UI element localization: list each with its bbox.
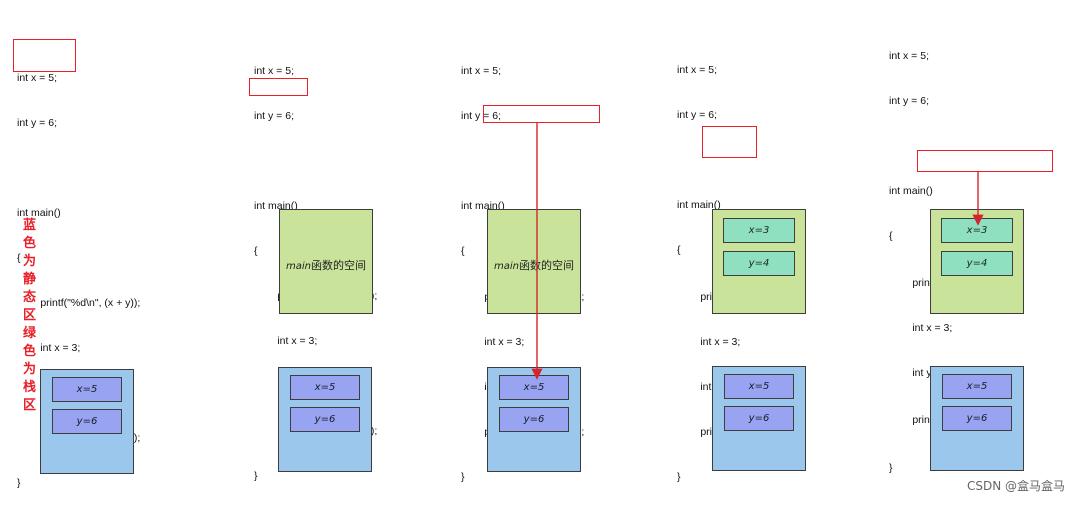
static-area: x=5 y=6 [712,366,806,471]
code-line: printf("%d\n", (x + y)); [17,297,141,309]
stack-area-label: main函数的空间 [286,259,366,272]
code-line [461,154,584,169]
code-line: int x = 3; [889,322,953,334]
code-line: int y = 6; [254,110,294,122]
code-line: int main() [677,199,721,211]
static-area: x=5 y=6 [278,367,372,472]
stack-var-x: x=3 [723,218,795,243]
static-var-y: y=6 [290,407,360,432]
highlight-printf [917,150,1053,172]
code-line: { [677,244,681,256]
code-line: int y = 6; [889,95,929,107]
static-var-x: x=5 [499,375,569,400]
static-area: x=5 y=6 [40,369,134,474]
stack-area: x=3 y=4 [712,209,806,314]
code-line [254,154,377,169]
watermark: CSDN @盒马盒马 [966,479,1065,493]
highlight-main [249,78,308,96]
code-line: } [17,477,21,489]
stack-area: main函数的空间 [487,209,581,314]
stack-var-y: y=4 [723,251,795,276]
code-line: int main() [889,185,933,197]
code-line: int x = 5; [889,50,929,62]
static-var-y: y=6 [499,407,569,432]
static-var-x: x=5 [724,374,794,399]
stack-area: x=3 y=4 [930,209,1024,314]
code-line: int x = 5; [254,65,294,77]
code-line: int y = 6; [677,109,717,121]
code-line: int x = 3; [461,336,525,348]
code-line: int x = 3; [254,335,318,347]
code-line: } [889,462,893,474]
stack-var-x: x=3 [941,218,1013,243]
static-area: x=5 y=6 [487,367,581,472]
code-line: int x = 5; [677,64,717,76]
static-var-x: x=5 [942,374,1012,399]
code-line: int main() [17,207,61,219]
highlight-locals [702,126,757,158]
legend-stack: 绿色为栈区 [23,326,37,413]
code-line: int y = 6; [17,117,57,129]
stack-area: main函数的空间 [279,209,373,314]
static-var-y: y=6 [52,409,122,434]
code-line: int x = 3; [17,342,81,354]
static-var-x: x=5 [290,375,360,400]
code-line: { [254,245,258,257]
static-area: x=5 y=6 [930,366,1024,471]
code-line [17,161,140,176]
static-var-y: y=6 [724,406,794,431]
legend: 蓝色为静态区 绿色为栈区 [23,217,36,415]
code-line: int y = 6; [461,110,501,122]
code-line: int x = 5; [461,65,501,77]
code-line: } [461,471,465,483]
code-line: { [461,245,465,257]
code-line: int x = 5; [17,72,57,84]
code-line: int x = 3; [677,336,741,348]
static-var-x: x=5 [52,377,122,402]
stack-var-y: y=4 [941,251,1013,276]
code-line: } [677,471,681,483]
stack-area-label: main函数的空间 [494,259,574,272]
static-var-y: y=6 [942,406,1012,431]
legend-static: 蓝色为静态区 [23,218,37,323]
highlight-globals [13,39,76,72]
highlight-printf [483,105,600,123]
code-line: { [17,252,21,264]
code-line: { [889,230,893,242]
code-line: } [254,470,258,482]
